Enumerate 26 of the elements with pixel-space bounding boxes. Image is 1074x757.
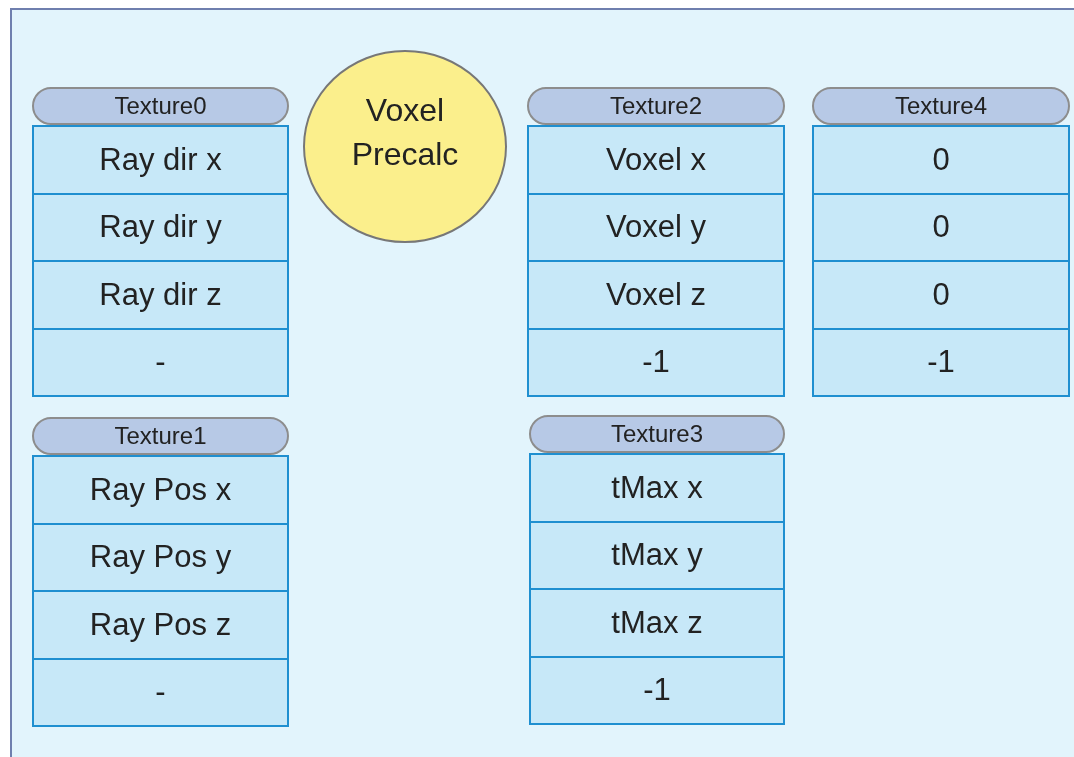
table-header-tab: Texture3 (529, 415, 785, 453)
data-cell: -1 (529, 655, 785, 725)
process-circle: Voxel Precalc (303, 50, 507, 243)
data-cell: Ray Pos z (32, 590, 289, 660)
table-header-tab: Texture2 (527, 87, 785, 125)
data-cell: Ray dir x (32, 125, 289, 195)
data-cell: Ray dir y (32, 192, 289, 262)
data-cell: tMax x (529, 453, 785, 523)
data-cell: 0 (812, 260, 1070, 330)
table-header-tab: Texture1 (32, 417, 289, 455)
data-cell: Voxel x (527, 125, 785, 195)
data-cell: tMax y (529, 520, 785, 590)
data-cell: Ray Pos x (32, 455, 289, 525)
data-cell: Ray Pos y (32, 522, 289, 592)
data-cell: 0 (812, 192, 1070, 262)
data-cell: - (32, 657, 289, 727)
data-cell: Ray dir z (32, 260, 289, 330)
data-cell: -1 (527, 327, 785, 397)
data-cell: - (32, 327, 289, 397)
data-cell: -1 (812, 327, 1070, 397)
table-header-tab: Texture4 (812, 87, 1070, 125)
data-cell: 0 (812, 125, 1070, 195)
table-header-tab: Texture0 (32, 87, 289, 125)
data-cell: Voxel y (527, 192, 785, 262)
data-cell: Voxel z (527, 260, 785, 330)
data-cell: tMax z (529, 588, 785, 658)
